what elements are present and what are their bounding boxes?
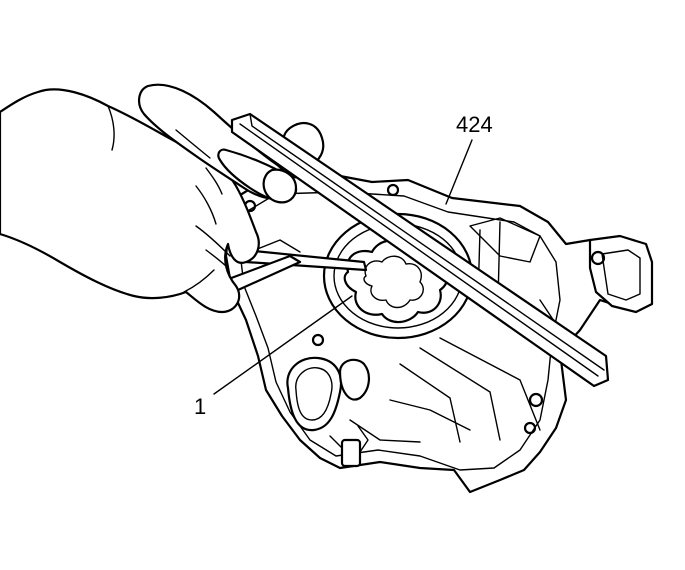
leader-1 xyxy=(213,295,353,395)
callout-424-label: 424 xyxy=(456,112,493,137)
relief-passage xyxy=(286,356,370,468)
straightedge xyxy=(230,112,610,388)
callout-1-label: 1 xyxy=(194,394,206,419)
leader-424 xyxy=(445,139,473,205)
outlet-port xyxy=(588,234,654,314)
leader-lines xyxy=(213,139,473,395)
